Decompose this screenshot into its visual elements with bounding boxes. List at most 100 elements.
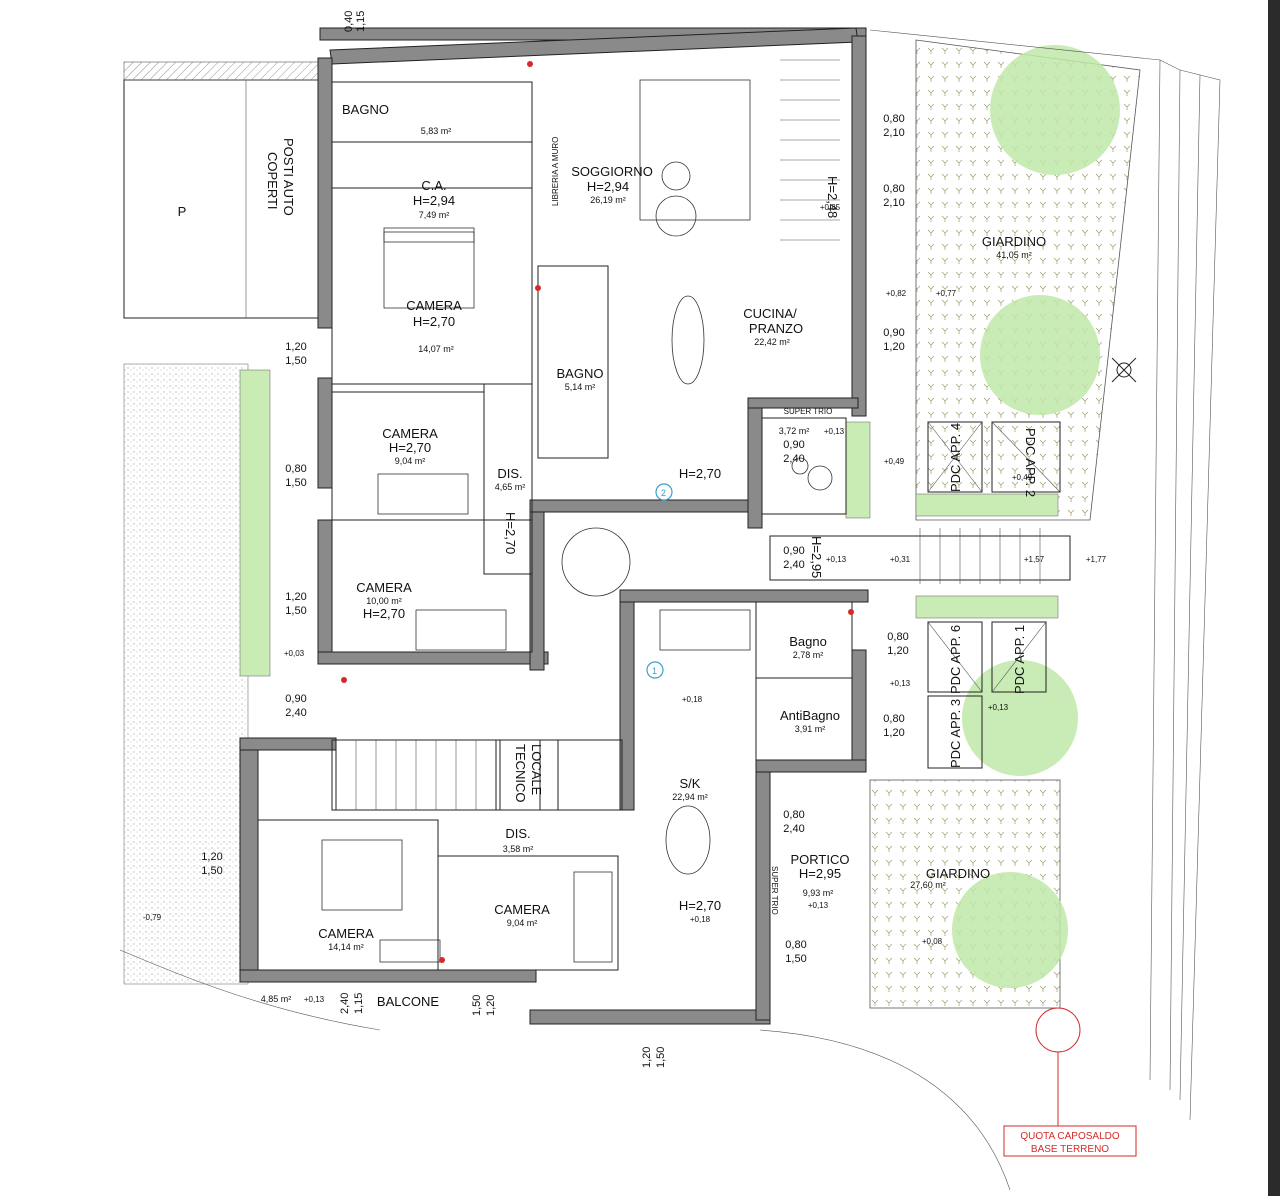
marker-dot xyxy=(527,61,533,67)
dim-w2b: 2,10 xyxy=(883,197,904,209)
room-camera-2-area: 9,04 m² xyxy=(395,456,426,466)
dim-l5a: 1,20 xyxy=(201,851,222,863)
label-pdc-app1: PDC APP. 1 xyxy=(1012,625,1027,694)
dim-l2a: 0,80 xyxy=(285,463,306,475)
room-balcone-level: +0,13 xyxy=(304,995,325,1004)
room-locale-tecnico-1: LOCALE xyxy=(529,744,544,796)
pdc-units xyxy=(927,421,1061,769)
label-h270-hall: H=2,70 xyxy=(679,466,721,481)
room-sk-area: 22,94 m² xyxy=(672,792,708,802)
caposaldo-label-2: BASE TERRENO xyxy=(1031,1144,1109,1155)
dim-w5a: 0,90 xyxy=(783,545,804,557)
dim-w4a: 0,90 xyxy=(783,439,804,451)
level-mark: +0,82 xyxy=(886,289,907,298)
room-portico-height: H=2,95 xyxy=(799,866,841,881)
room-sk-height: H=2,70 xyxy=(679,898,721,913)
room-portico: PORTICO xyxy=(791,852,850,867)
room-dis-1: DIS. xyxy=(497,466,522,481)
level-mark: +0,18 xyxy=(682,695,703,704)
label-super-trio-area: 3,72 m² xyxy=(779,426,810,436)
garden-bottom xyxy=(869,660,1078,1009)
room-portico-area: 9,93 m² xyxy=(803,888,834,898)
room-antibagno-area: 3,91 m² xyxy=(795,724,826,734)
marker-dot xyxy=(341,677,347,683)
room-camera-4-area: 14,14 m² xyxy=(328,942,364,952)
dim-w9a: 0,80 xyxy=(785,939,806,951)
door-marker-1-label: 1 xyxy=(652,666,657,676)
level-mark: +0,13 xyxy=(826,555,847,564)
level-mark: +1,57 xyxy=(1024,555,1045,564)
label-h270-dis: H=2,70 xyxy=(503,512,518,554)
hedge-pdc-bottom xyxy=(915,595,1059,619)
dim-w6b: 1,20 xyxy=(887,645,908,657)
level-mark: +0,49 xyxy=(1012,473,1033,482)
room-cucina-2: PRANZO xyxy=(749,321,803,336)
dim-l2b: 1,50 xyxy=(285,477,306,489)
label-pdc-app6: PDC APP. 6 xyxy=(948,625,963,694)
room-ca-height: H=2,94 xyxy=(413,193,455,208)
room-bagno-small-area: 2,78 m² xyxy=(793,650,824,660)
dim-w1b: 2,10 xyxy=(883,127,904,139)
dim-b4: 1,20 xyxy=(485,995,497,1016)
label-super-trio-portico: SUPER TRIO xyxy=(770,866,779,915)
room-sk: S/K xyxy=(680,776,701,791)
parking-area xyxy=(123,61,325,985)
door-marker-2 xyxy=(655,483,673,501)
dim-w8b: 2,40 xyxy=(783,823,804,835)
level-mark: +0,03 xyxy=(284,649,305,658)
interior-walls xyxy=(257,81,1071,971)
dim-top-2: 0,40 xyxy=(343,11,355,32)
room-dis-1-area: 4,65 m² xyxy=(495,482,526,492)
label-super-trio: SUPER TRIO xyxy=(784,407,833,416)
marker-dot xyxy=(439,957,445,963)
hedge-left xyxy=(239,369,271,677)
dim-l1b: 1,50 xyxy=(285,355,306,367)
dim-w5b: 2,40 xyxy=(783,559,804,571)
level-mark: +0,49 xyxy=(884,457,905,466)
parking-label: P xyxy=(178,204,187,219)
room-soggiorno: SOGGIORNO xyxy=(571,164,653,179)
room-camera-4: CAMERA xyxy=(318,926,374,941)
door-marker-2-label: 2 xyxy=(661,488,666,498)
dim-l4b: 2,40 xyxy=(285,707,306,719)
parking-name-2: COPERTI xyxy=(265,152,280,210)
dim-top-1: 1,15 xyxy=(355,11,367,32)
room-camera-3-area: 10,00 m² xyxy=(366,596,402,606)
dim-b3: 1,50 xyxy=(471,995,483,1016)
room-ca: C.A. xyxy=(421,178,446,193)
room-camera-2-height: H=2,70 xyxy=(389,440,431,455)
level-mark: +0,77 xyxy=(936,289,957,298)
page-edge xyxy=(1268,0,1280,1196)
room-camera-5-area: 9,04 m² xyxy=(507,918,538,928)
compass-icon xyxy=(1111,357,1137,383)
room-bagno-top: BAGNO xyxy=(342,102,389,117)
label-pdc-app2: PDC APP. 2 xyxy=(1023,428,1038,497)
outer-walls xyxy=(239,27,869,1025)
label-h248: H=2,48 xyxy=(825,176,840,218)
level-mark: +0,85 xyxy=(820,203,841,212)
dim-b2: 1,15 xyxy=(353,993,365,1014)
dim-b6: 1,50 xyxy=(655,1047,667,1068)
room-balcone: BALCONE xyxy=(377,994,439,1009)
room-dis-2: DIS. xyxy=(505,826,530,841)
room-portico-level: +0,13 xyxy=(808,901,829,910)
room-giardino-top-area: 41,05 m² xyxy=(996,250,1032,260)
room-camera-main-area: 14,07 m² xyxy=(418,344,454,354)
level-mark: +0,13 xyxy=(890,679,911,688)
room-sk-level: +0,18 xyxy=(690,915,711,924)
room-bagno-mid: BAGNO xyxy=(557,366,604,381)
door-marker-1 xyxy=(646,661,664,679)
hedge-terrace xyxy=(845,421,871,519)
dim-w4b: 2,40 xyxy=(783,453,804,465)
room-camera-3: CAMERA xyxy=(356,580,412,595)
room-bagno-mid-area: 5,14 m² xyxy=(565,382,596,392)
room-soggiorno-height: H=2,94 xyxy=(587,179,629,194)
room-dis-2-area: 3,58 m² xyxy=(503,844,534,854)
label-h295-step: H=2,95 xyxy=(809,536,824,578)
stairs xyxy=(335,59,1041,811)
label-pdc-app3: PDC APP. 3 xyxy=(948,699,963,768)
room-cucina-area: 22,42 m² xyxy=(754,337,790,347)
dim-w6a: 0,80 xyxy=(887,631,908,643)
level-mark: -0,79 xyxy=(143,913,162,922)
